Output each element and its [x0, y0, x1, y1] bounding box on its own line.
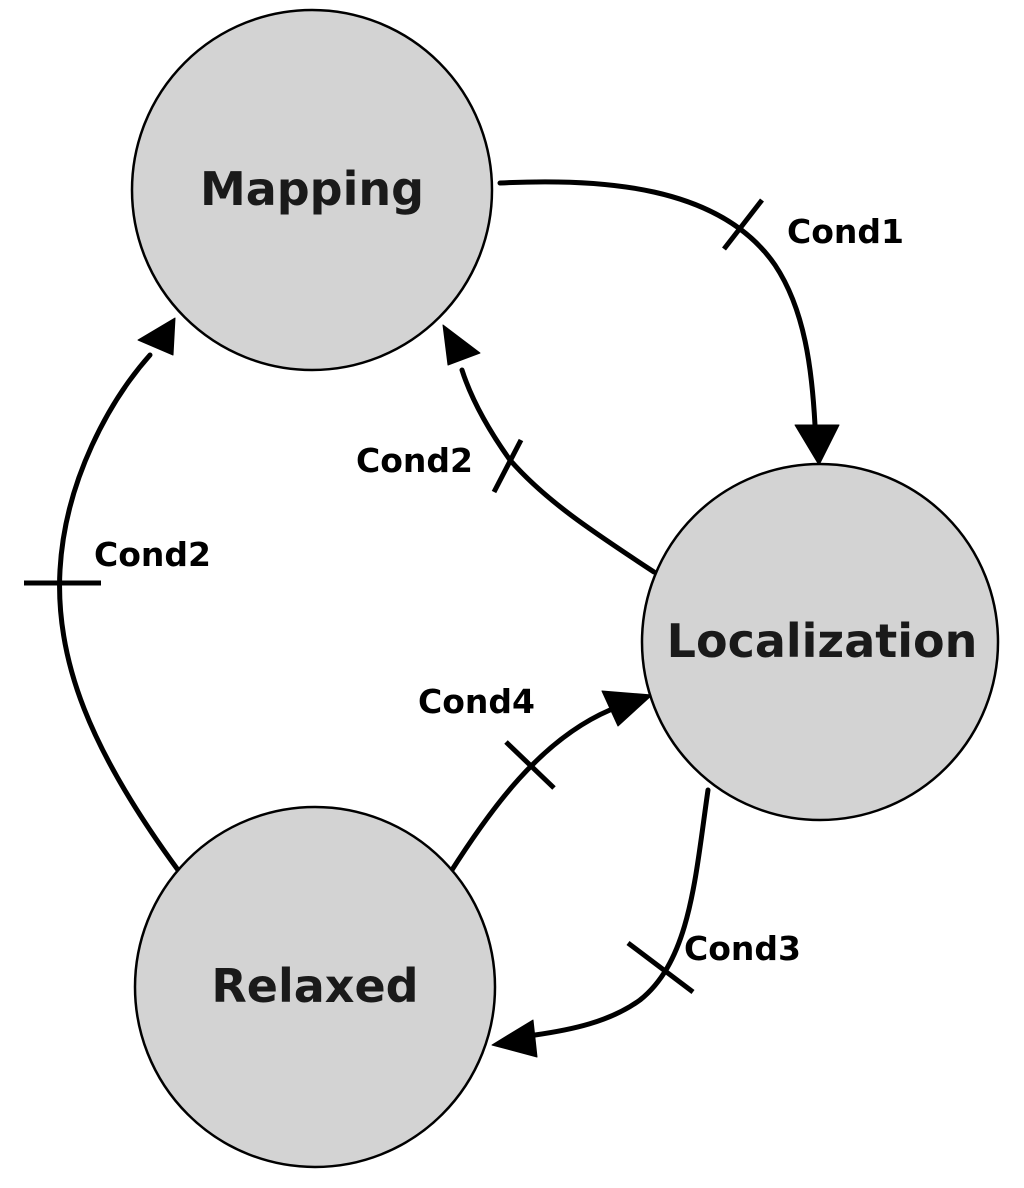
- transition-localization-to-mapping: Cond2: [356, 324, 657, 575]
- label-cond2-outer: Cond2: [94, 535, 211, 574]
- state-mapping: Mapping: [130, 8, 494, 372]
- tick-cond1: [722, 198, 764, 251]
- transition-relaxed-to-localization: Cond4: [418, 682, 653, 876]
- arrowhead-cond1: [794, 424, 840, 466]
- edge-cond2-inner: [459, 367, 657, 575]
- state-localization: Localization: [640, 462, 1000, 822]
- arrowhead-cond4: [601, 690, 653, 727]
- edge-cond4: [447, 707, 613, 876]
- state-relaxed-label: Relaxed: [211, 959, 418, 1013]
- state-relaxed: Relaxed: [133, 805, 497, 1169]
- label-cond4: Cond4: [418, 682, 535, 721]
- tick-cond2-inner: [491, 438, 524, 494]
- label-cond1: Cond1: [787, 212, 904, 251]
- arrowhead-cond3: [491, 1019, 538, 1058]
- state-mapping-label: Mapping: [200, 162, 424, 216]
- edge-cond3: [532, 787, 711, 1038]
- arrowhead-cond2-inner: [442, 324, 481, 366]
- tick-cond3: [626, 941, 695, 994]
- transition-relaxed-to-mapping: Cond2: [24, 317, 211, 873]
- state-relaxed-circle: [133, 805, 497, 1169]
- edge-cond2-outer: [57, 352, 181, 873]
- tick-cond4: [504, 740, 556, 790]
- transition-mapping-to-localization: Cond1: [497, 179, 904, 466]
- state-localization-label: Localization: [667, 614, 978, 668]
- label-cond2-inner: Cond2: [356, 441, 473, 480]
- edge-cond1: [497, 179, 818, 428]
- state-localization-circle: [640, 462, 1000, 822]
- label-cond3: Cond3: [684, 929, 801, 968]
- arrowhead-cond2-outer: [137, 317, 176, 356]
- state-mapping-circle: [130, 8, 494, 372]
- transition-localization-to-relaxed: Cond3: [491, 787, 801, 1058]
